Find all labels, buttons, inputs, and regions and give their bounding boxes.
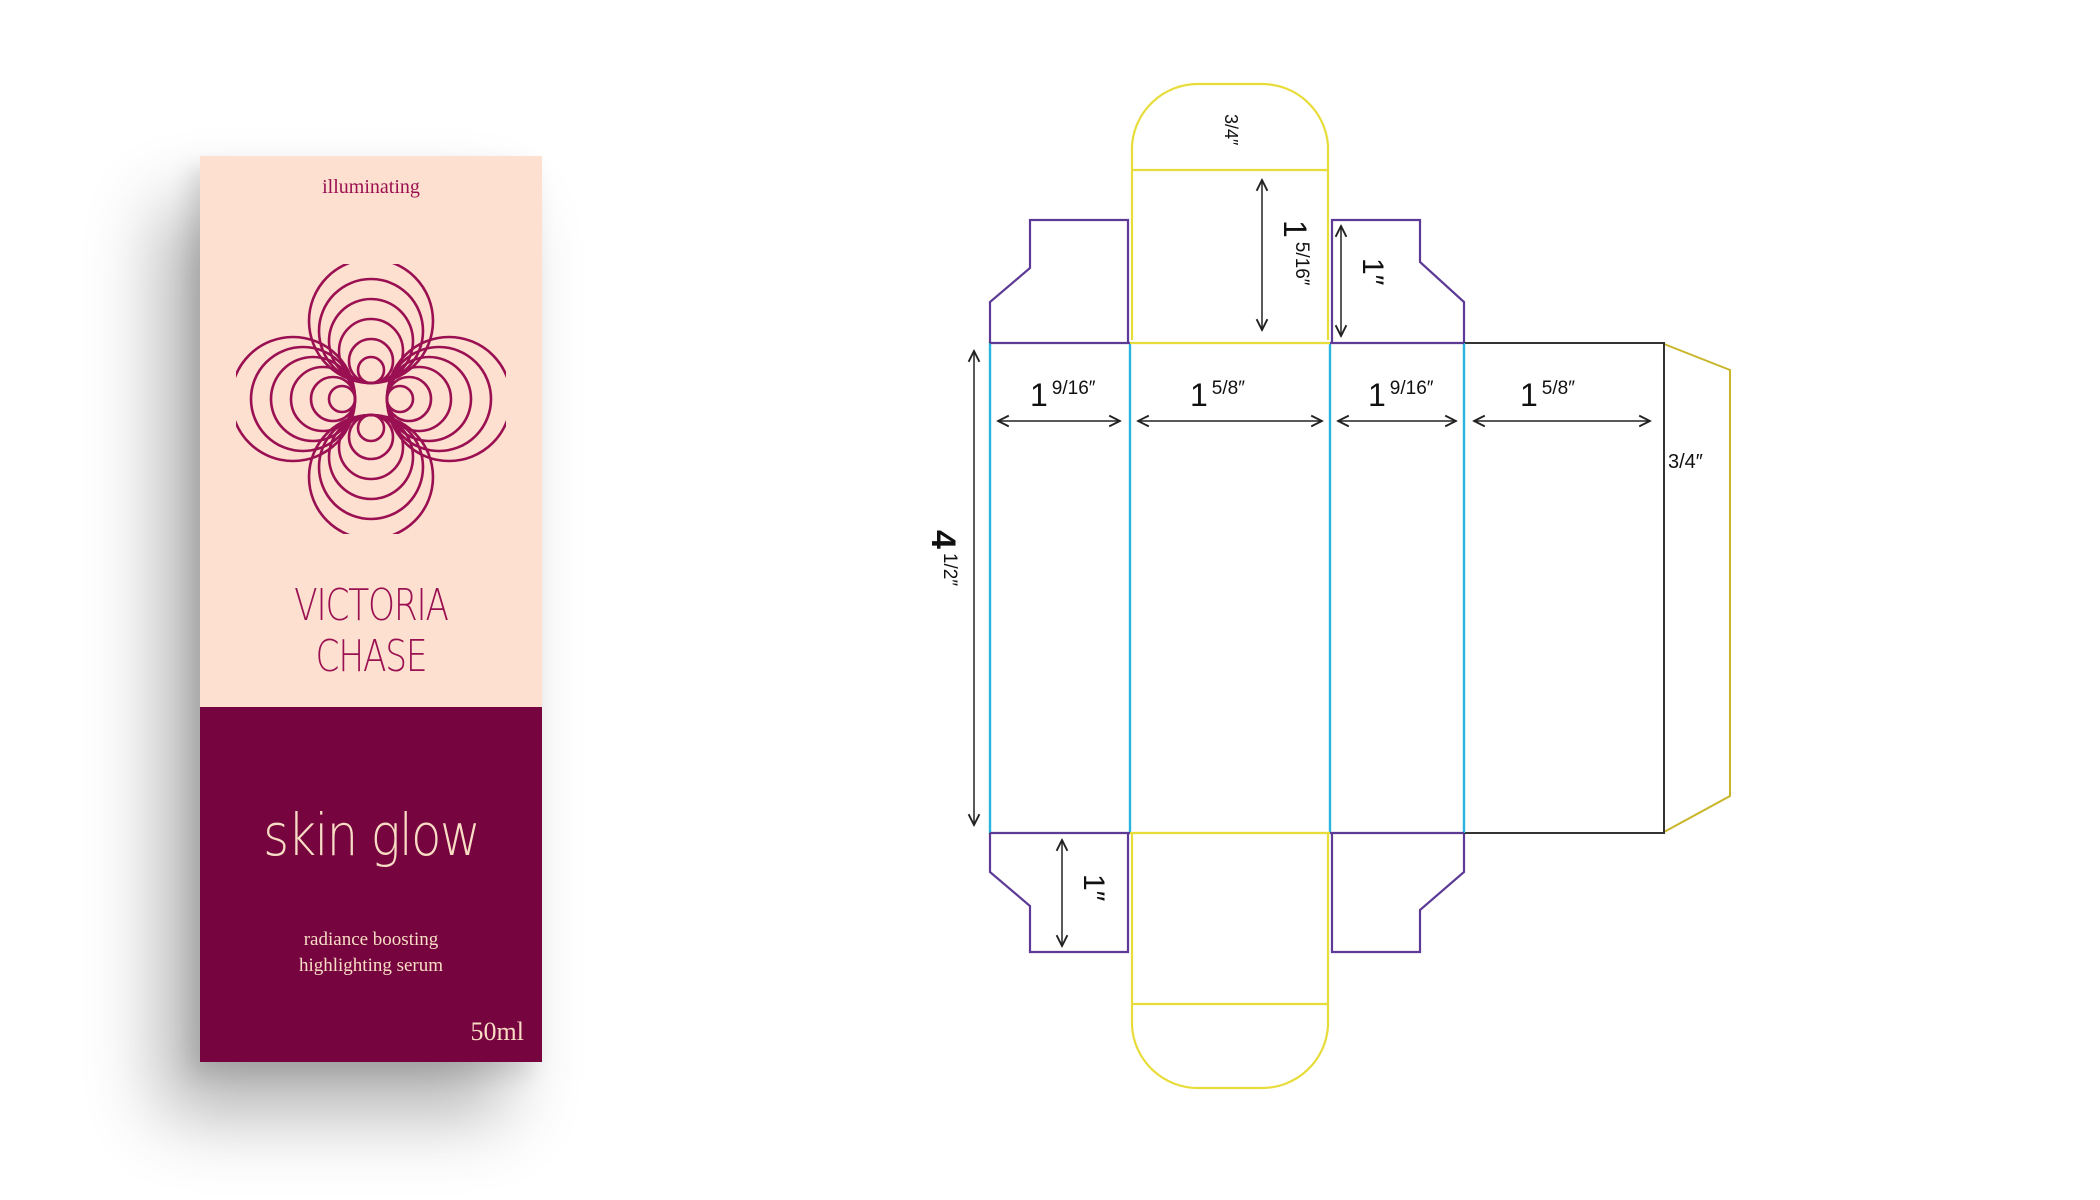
product-volume: 50ml — [470, 1017, 524, 1046]
logo-ring — [356, 355, 386, 385]
main-body-outline — [989, 342, 1665, 834]
logo-ring — [327, 384, 357, 414]
glue-flap — [1663, 343, 1731, 833]
bottom-right-dust-flap — [1330, 833, 1466, 954]
top-flap-depth-label: 15/16″ — [1277, 220, 1313, 286]
product-description-line-2: highlighting serum — [298, 955, 444, 976]
package-front-mockup: illuminating VICTORIA CHASE skin glow ra… — [200, 156, 542, 1062]
product-description-line-1: radiance boosting — [303, 929, 439, 950]
quatrefoil-logo-icon — [236, 264, 506, 534]
tagline: illuminating — [322, 176, 420, 198]
product-name: skin glow — [263, 801, 481, 869]
package-front-bottom-panel: skin glow radiance boosting highlighting… — [200, 707, 542, 1062]
brand-name: VICTORIA CHASE — [294, 580, 449, 682]
package-front-top-panel: illuminating VICTORIA CHASE — [200, 156, 542, 707]
dust-flap-bottom-label: 1″ — [1077, 874, 1110, 902]
height-label: 41/2″ — [924, 530, 962, 586]
top-tuck-label: 3/4″ — [1221, 114, 1241, 146]
bottom-tuck-flap — [1130, 834, 1330, 1090]
bottom-left-dust-flap — [988, 833, 1130, 954]
top-tuck-flap — [1130, 82, 1330, 340]
dust-flap-top-label: 1″ — [1356, 258, 1389, 286]
top-right-dust-flap — [1330, 218, 1466, 343]
glue-flap-label: 3/4″ — [1668, 451, 1703, 473]
logo-ring — [356, 413, 386, 443]
top-left-dust-flap — [988, 218, 1130, 343]
logo-ring — [385, 384, 415, 414]
